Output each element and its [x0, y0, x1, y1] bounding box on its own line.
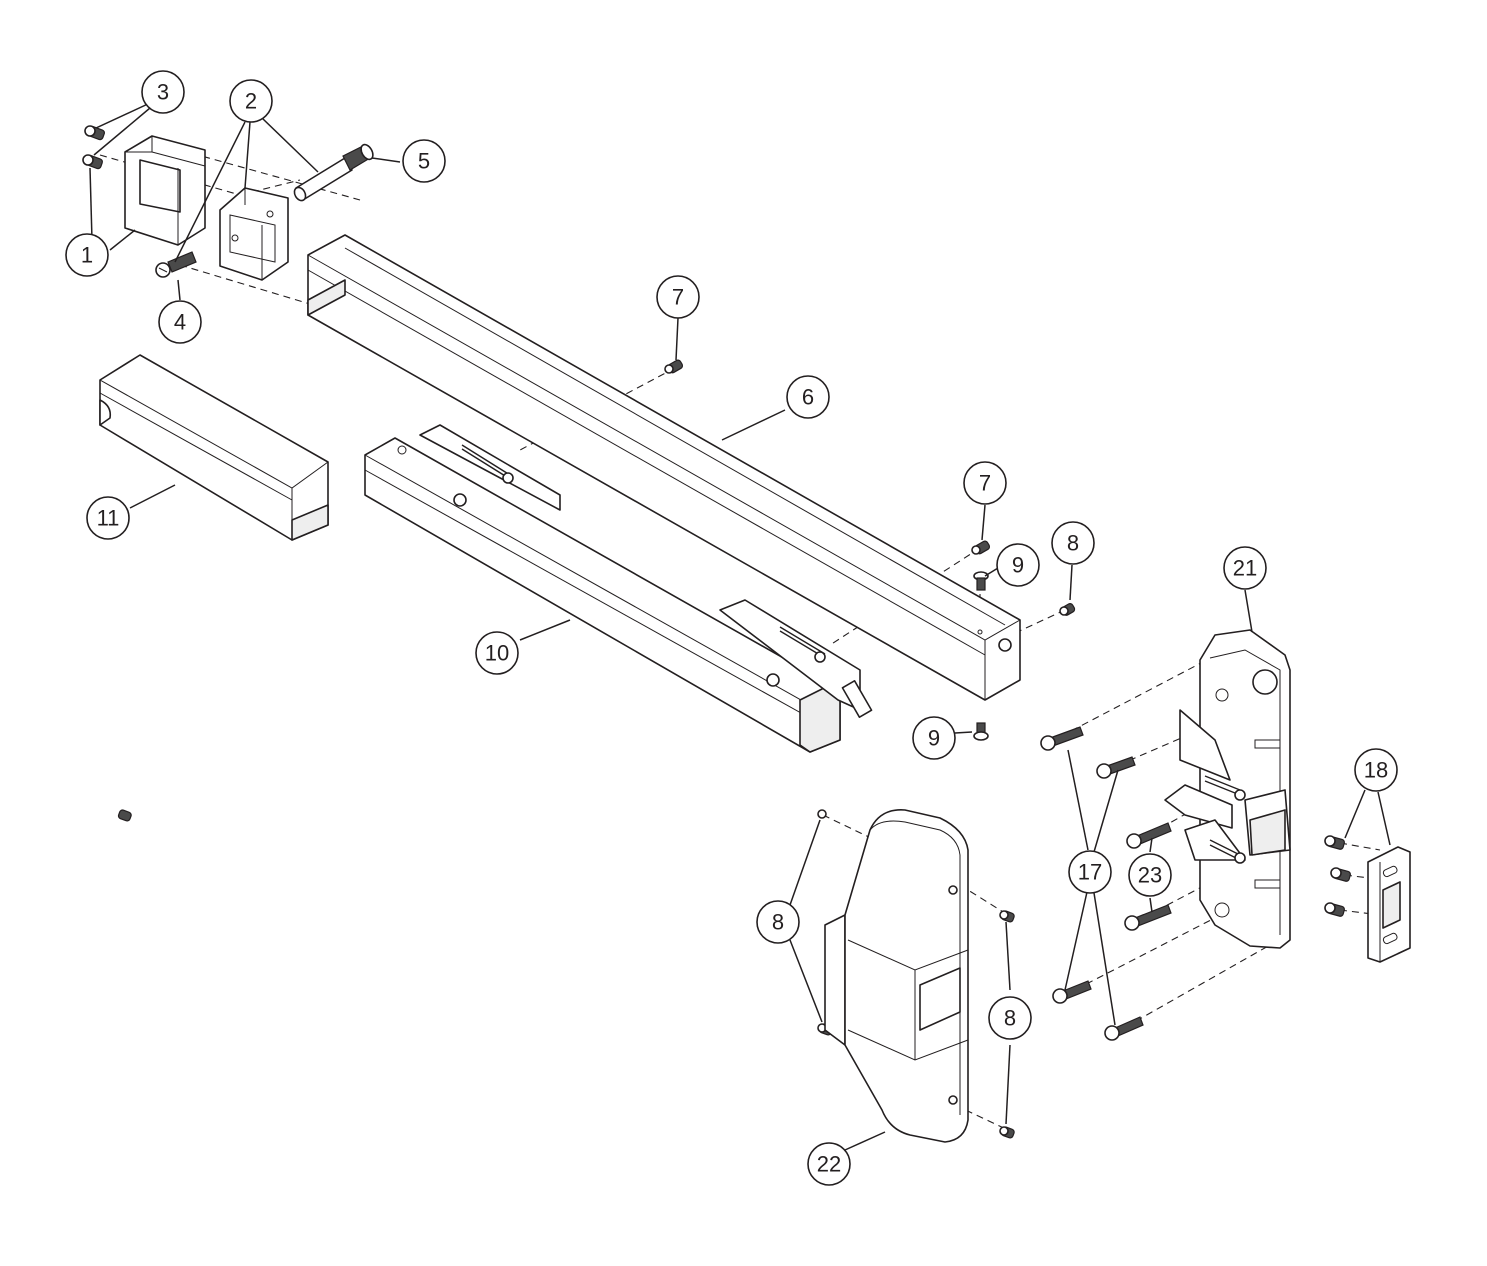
callout-5-label: 5	[418, 149, 430, 174]
callout-11: 11	[86, 496, 130, 540]
callout-7-top-label: 7	[672, 285, 684, 310]
callout-21-label: 21	[1233, 556, 1257, 581]
long-screw-part-17c	[1052, 980, 1092, 1004]
screw-part-9b	[973, 722, 989, 741]
screw-part-8d	[999, 910, 1015, 923]
callout-17-label: 17	[1078, 860, 1102, 885]
callout-11-label: 11	[97, 506, 120, 531]
leader-lines	[89, 102, 1391, 1151]
long-screw-part-17b	[1096, 756, 1136, 779]
callout-8-left-label: 8	[772, 910, 784, 935]
callout-8-left: 8	[756, 900, 800, 944]
pin-part-5	[293, 143, 374, 202]
screw-part-8e	[999, 1126, 1015, 1139]
callout-9-top: 9	[996, 543, 1040, 587]
callout-7-right-label: 7	[979, 471, 991, 496]
strike-plate-part-18	[1367, 846, 1411, 963]
callout-6-label: 6	[802, 385, 814, 410]
callout-1: 1	[65, 233, 109, 277]
channel-part-11	[99, 354, 329, 541]
callout-3: 3	[141, 70, 185, 114]
screw-part-7b	[971, 540, 991, 555]
housing-part-21	[1164, 629, 1291, 949]
callout-10: 10	[475, 631, 519, 675]
callout-2: 2	[229, 79, 273, 123]
callout-21: 21	[1223, 546, 1267, 590]
callout-10-label: 10	[485, 641, 509, 666]
callout-3-label: 3	[157, 80, 169, 105]
callout-9-top-label: 9	[1012, 553, 1024, 578]
callout-7-top: 7	[656, 275, 700, 319]
long-screw-part-17d	[1104, 1016, 1144, 1041]
callout-8-top-label: 8	[1067, 531, 1079, 556]
channel-part-6	[307, 234, 1021, 701]
long-screw-part-23a	[1126, 822, 1172, 849]
screw-part-3a	[84, 125, 105, 141]
callout-8-top: 8	[1051, 521, 1095, 565]
callout-17: 17	[1068, 850, 1112, 894]
cover-part-22	[824, 809, 969, 1143]
mechanism-part-10	[364, 424, 873, 753]
callout-22: 22	[807, 1142, 851, 1186]
callout-8-right: 8	[988, 996, 1032, 1040]
callout-1-label: 1	[81, 243, 93, 268]
callout-4: 4	[158, 300, 202, 344]
screw-part-7a	[664, 359, 684, 374]
callout-9-bottom: 9	[912, 716, 956, 760]
callout-18: 18	[1354, 748, 1398, 792]
callout-8-right-label: 8	[1004, 1006, 1016, 1031]
end-cap-part-1	[124, 135, 206, 246]
callout-23-label: 23	[1138, 863, 1162, 888]
screw-part-8b	[117, 809, 827, 822]
callout-2-label: 2	[245, 89, 257, 114]
screw-part-18c	[1324, 902, 1345, 917]
long-screw-part-23b	[1124, 904, 1172, 931]
screw-part-18a	[1324, 835, 1345, 850]
callout-6: 6	[786, 375, 830, 419]
screw-part-9a	[973, 571, 989, 591]
callout-18-label: 18	[1364, 758, 1388, 783]
callout-9-bottom-label: 9	[928, 726, 940, 751]
screw-part-4	[155, 251, 197, 278]
callout-7-right: 7	[963, 461, 1007, 505]
screw-part-8a	[1059, 603, 1076, 616]
callout-4-label: 4	[174, 310, 186, 335]
callout-22-label: 22	[817, 1152, 841, 1177]
callout-23: 23	[1128, 853, 1172, 897]
long-screw-part-17a	[1040, 726, 1084, 751]
screw-part-3b	[82, 154, 103, 170]
bracket-part-2	[219, 187, 289, 281]
callout-5: 5	[402, 139, 446, 183]
screw-part-18b	[1330, 867, 1351, 882]
